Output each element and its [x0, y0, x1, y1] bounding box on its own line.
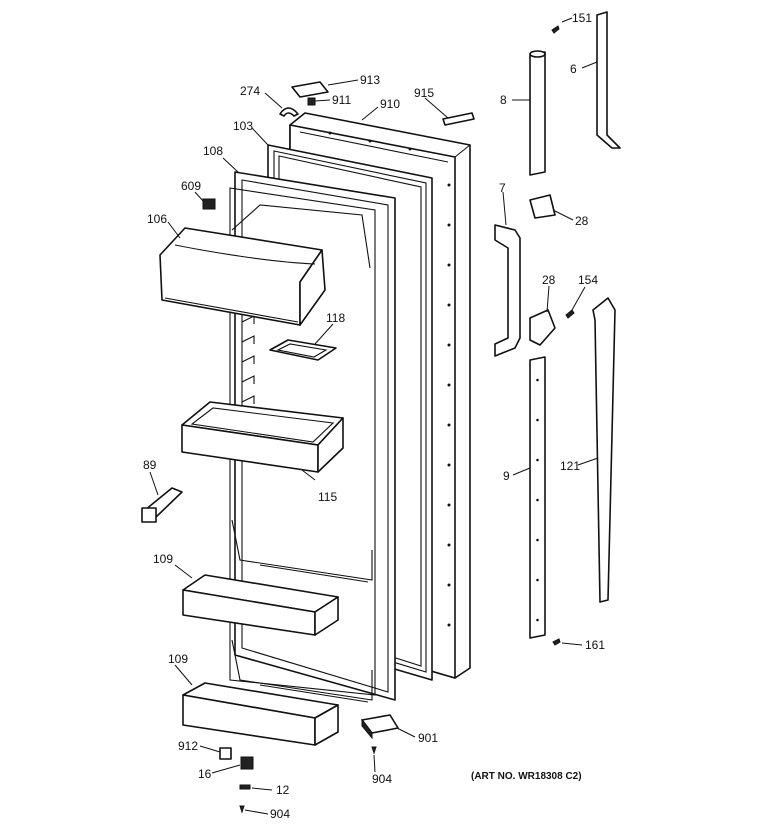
label-118: 118 — [326, 311, 345, 325]
screw-911 — [307, 97, 316, 106]
label-28-mid: 28 — [542, 273, 556, 287]
label-913: 913 — [360, 73, 380, 87]
trim-915 — [442, 112, 475, 126]
label-115: 115 — [318, 490, 337, 504]
label-274: 274 — [240, 84, 260, 98]
label-161: 161 — [585, 638, 605, 652]
hinge-28-top — [529, 194, 556, 219]
label-901: 901 — [418, 731, 438, 745]
label-8: 8 — [500, 93, 507, 107]
art-number: (ART NO. WR18308 C2) — [471, 771, 582, 782]
shim-12 — [239, 784, 251, 790]
hinge-16 — [240, 756, 254, 770]
trim-strip-9 — [529, 356, 546, 639]
trim-strip-8 — [529, 50, 546, 176]
label-28-top: 28 — [575, 214, 589, 228]
label-904-bottom: 904 — [270, 807, 290, 821]
screw-904-mid — [371, 746, 377, 755]
door-handle-7 — [494, 224, 521, 357]
small-container — [269, 339, 337, 361]
screw-161-bottom — [552, 638, 561, 646]
trim-strip-6 — [596, 11, 621, 149]
label-109-top: 109 — [153, 552, 173, 566]
label-106: 106 — [147, 212, 167, 226]
screw-154 — [565, 309, 575, 319]
cover-901 — [361, 714, 399, 740]
label-910: 910 — [380, 97, 400, 111]
label-103: 103 — [233, 119, 253, 133]
hinge-cover-913 — [291, 81, 329, 98]
label-904-mid: 904 — [372, 772, 392, 786]
part-labels: 151 6 8 913 274 911 910 915 103 108 609 … — [143, 11, 605, 821]
label-154: 154 — [578, 273, 598, 287]
screw-161-top — [551, 25, 560, 34]
label-16: 16 — [198, 767, 212, 781]
label-912: 912 — [178, 739, 198, 753]
trim-strip-121 — [592, 297, 616, 603]
door-shelf-bin — [181, 401, 344, 473]
hinge-part-274 — [279, 107, 299, 117]
label-89: 89 — [143, 458, 157, 472]
label-915: 915 — [414, 86, 434, 100]
label-609: 609 — [181, 179, 201, 193]
label-109-bottom: 109 — [168, 652, 188, 666]
door-shelf-lower — [182, 682, 339, 746]
label-6: 6 — [570, 62, 577, 76]
label-12: 12 — [276, 783, 290, 797]
label-911: 911 — [332, 93, 351, 107]
label-108: 108 — [203, 144, 223, 158]
butter-door-part-609 — [202, 198, 216, 210]
door-shelf-upper — [182, 574, 339, 636]
label-7: 7 — [499, 181, 506, 195]
cap-912 — [219, 747, 232, 760]
leader-lines — [149, 17, 599, 815]
dairy-compartment-cover — [159, 227, 326, 326]
hinge-28-mid — [529, 309, 556, 346]
cover-part-89 — [141, 487, 183, 523]
label-151-top: 151 — [572, 11, 592, 25]
label-9: 9 — [503, 469, 510, 483]
screw-904-bottom — [239, 805, 245, 814]
label-121: 121 — [560, 459, 580, 473]
